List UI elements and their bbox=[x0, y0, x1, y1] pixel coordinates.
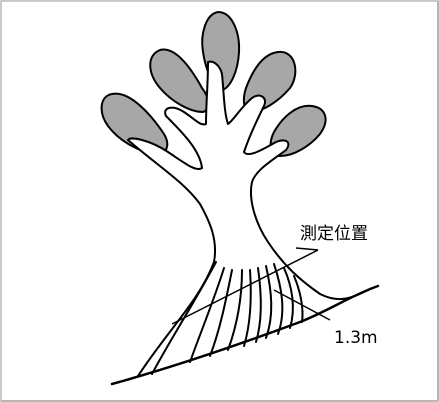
measurement-leader-line bbox=[296, 248, 318, 250]
leaf-cluster-upper-left bbox=[150, 50, 208, 112]
measurement-position-label: 測定位置 bbox=[300, 224, 368, 244]
height-label: 1.3m bbox=[334, 328, 378, 348]
